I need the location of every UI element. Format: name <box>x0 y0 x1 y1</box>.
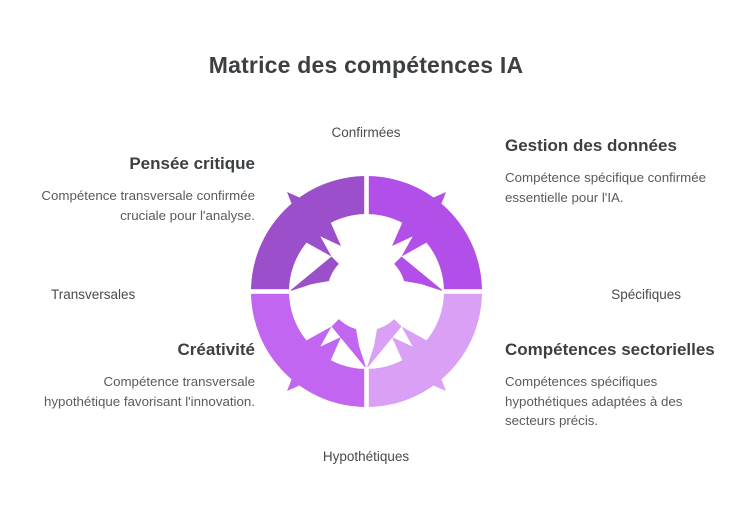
page-title: Matrice des compétences IA <box>208 52 524 78</box>
quadrant-body: Compétence transversale hypothétique fav… <box>44 374 255 409</box>
ring-inner-hole <box>327 252 406 331</box>
quadrant-heading: Gestion des données <box>505 136 677 155</box>
ring-segment-bottom-left[interactable] <box>251 291 367 408</box>
ring-segment-top-right[interactable] <box>366 176 483 292</box>
ring-segment-top-left[interactable] <box>251 176 367 292</box>
axis-label-top: Confirmées <box>331 125 401 140</box>
quadrant-body: Compétences spécifiques hypothétiques ad… <box>505 374 683 429</box>
quadrant-bottom-right: Compétences sectorielles Compétences spé… <box>505 338 732 431</box>
quadrant-bottom-left: Créativité Compétence transversale hypot… <box>27 338 255 411</box>
quadrant-heading: Créativité <box>177 340 255 359</box>
quadrant-top-left: Pensée critique Compétence transversale … <box>27 152 255 225</box>
axis-label-left: Transversales <box>51 287 136 302</box>
competency-ring-diagram <box>249 174 484 409</box>
ring-gap-right <box>442 289 484 294</box>
axis-label-right: Spécifiques <box>611 287 681 302</box>
quadrant-heading: Compétences sectorielles <box>505 340 715 359</box>
quadrant-body: Compétence spécifique confirmée essentie… <box>505 170 707 205</box>
ring-gap-top <box>364 174 369 216</box>
axis-label-bottom: Hypothétiques <box>322 449 410 464</box>
quadrant-top-right: Gestion des données Compétence spécifiqu… <box>505 134 732 207</box>
ring-gap-bottom <box>364 367 369 409</box>
quadrant-heading: Pensée critique <box>129 154 255 173</box>
quadrant-body: Compétence transversale confirmée crucia… <box>41 188 255 223</box>
ring-segment-bottom-right[interactable] <box>366 291 483 408</box>
ring-gap-left <box>249 289 291 294</box>
